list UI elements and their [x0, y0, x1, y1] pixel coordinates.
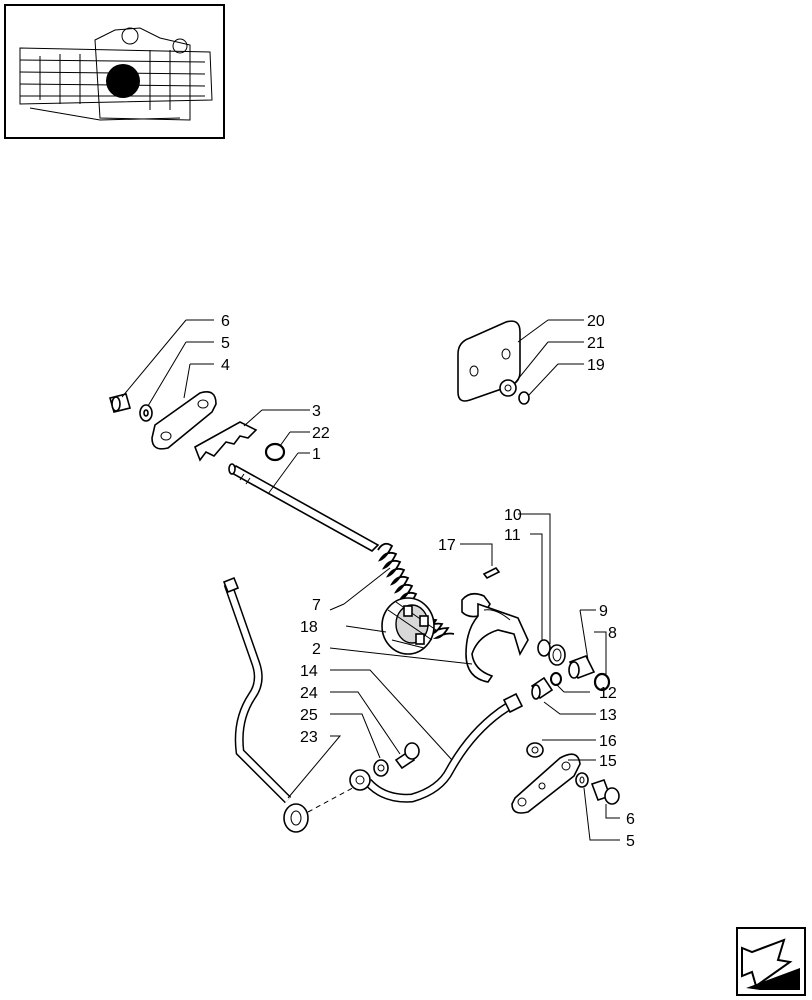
- callout-labels: 6 5 4 3 22 1 20 21 19 10 11 17 9 8 7 18 …: [221, 313, 635, 850]
- location-marker-icon: [106, 64, 140, 98]
- callout-3: 3: [312, 403, 321, 420]
- part-bushing-10: [548, 644, 566, 666]
- part-shift-fork-2: [461, 592, 529, 683]
- callout-21: 21: [587, 335, 605, 352]
- callout-7: 7: [312, 597, 321, 614]
- callout-16: 16: [599, 733, 617, 750]
- callout-25: 25: [300, 707, 318, 724]
- part-plate-4: [151, 391, 217, 450]
- callout-8: 8: [608, 625, 617, 642]
- callout-18: 18: [300, 619, 318, 636]
- callout-6-lower: 6: [626, 811, 635, 828]
- part-collar-18: [381, 597, 437, 655]
- part-fitting-13: [530, 676, 554, 700]
- callout-1: 1: [312, 446, 321, 463]
- callout-5-lower: 5: [626, 833, 635, 850]
- part-washer-5-lower: [575, 772, 589, 788]
- callout-24: 24: [300, 685, 318, 702]
- leader-lines: [121, 319, 620, 841]
- callout-9: 9: [599, 603, 608, 620]
- callout-10: 10: [504, 507, 522, 524]
- callout-15: 15: [599, 753, 617, 770]
- part-nut-19: [518, 391, 530, 405]
- part-bolt-24: [394, 742, 420, 770]
- callout-5-upper: 5: [221, 335, 230, 352]
- callout-14: 14: [300, 663, 318, 680]
- callout-13: 13: [599, 707, 617, 724]
- next-page-button[interactable]: [736, 927, 806, 996]
- callout-4: 4: [221, 357, 230, 374]
- part-pipe-23: [222, 576, 361, 833]
- part-ring-12: [550, 672, 562, 686]
- part-washer-5-upper: [139, 404, 153, 422]
- callout-20: 20: [587, 313, 605, 330]
- callout-22: 22: [312, 425, 330, 442]
- callout-12: 12: [599, 685, 617, 702]
- part-oring-22: [264, 442, 286, 462]
- callout-6-upper: 6: [221, 313, 230, 330]
- part-pin-17: [482, 566, 501, 580]
- part-plug-9: [568, 654, 596, 680]
- next-page-arrow-icon: [741, 938, 793, 988]
- part-washer-21: [499, 379, 517, 397]
- callout-17: 17: [438, 537, 456, 554]
- part-bracket-3: [194, 421, 258, 462]
- part-bolt-6-upper: [109, 393, 131, 413]
- callout-19: 19: [587, 357, 605, 374]
- part-washer-25: [373, 759, 389, 777]
- part-pipe-14: [349, 692, 524, 803]
- callout-23: 23: [300, 729, 318, 746]
- part-shaft-1: [228, 463, 380, 552]
- part-washer-16: [526, 742, 544, 758]
- part-strap-15: [511, 753, 581, 814]
- callout-11: 11: [504, 527, 521, 544]
- part-oring-8: [593, 672, 611, 692]
- callout-2: 2: [312, 641, 321, 658]
- part-bolt-6-lower: [590, 778, 620, 805]
- location-thumbnail: [4, 4, 225, 139]
- part-ring-11: [537, 639, 551, 657]
